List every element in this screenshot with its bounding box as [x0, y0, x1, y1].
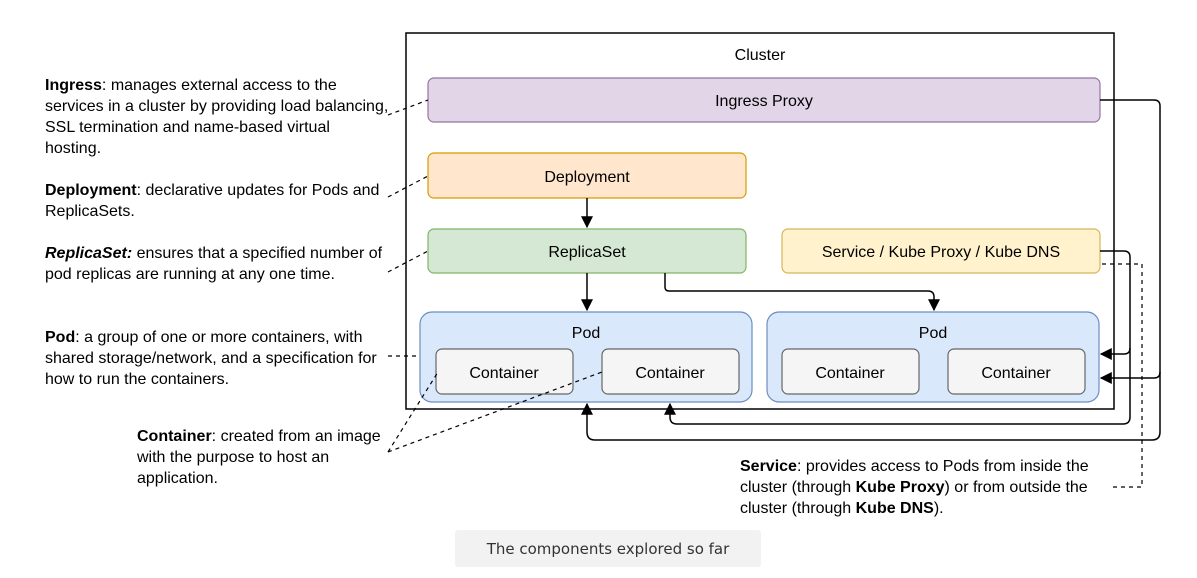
- deployment-box: Deployment: [427, 152, 747, 199]
- service-to-pod-left-arrow: [664, 348, 1131, 425]
- service-box: Service / Kube Proxy / Kube DNS: [781, 228, 1101, 274]
- container-text: : created from an image with the purpose…: [137, 428, 381, 487]
- pod-right-box: Pod Container Container: [766, 311, 1100, 403]
- ingress-proxy-box: Ingress Proxy: [427, 77, 1101, 123]
- container-4-box: Container: [947, 348, 1086, 395]
- pod-text: : a group of one or more containers, wit…: [45, 329, 377, 388]
- service-label: Service / Kube Proxy / Kube DNS: [822, 244, 1060, 261]
- service-description: Service: provides access to Pods from in…: [740, 456, 1110, 519]
- kube-dns-term: Kube DNS: [855, 500, 934, 517]
- container-1-box: Container: [435, 348, 574, 395]
- container-3-label: Container: [815, 365, 885, 382]
- figure-caption: The components explored so far: [455, 530, 761, 567]
- pod-description: Pod: a group of one or more containers, …: [45, 327, 395, 390]
- replicaset-text: ensures that a specified number of pod r…: [45, 245, 383, 283]
- pod-left-box: Pod Container Container: [419, 311, 753, 403]
- container-leader-2: [387, 371, 603, 453]
- container-2-box: Container: [601, 348, 740, 395]
- container-2-label: Container: [635, 365, 705, 382]
- service-leader: [1100, 263, 1143, 488]
- replicaset-description: ReplicaSet: ensures that a specified num…: [45, 243, 390, 285]
- ingress-to-pod-right-arrow: [1099, 99, 1161, 384]
- deployment-label: Deployment: [544, 169, 630, 186]
- service-text-3: ).: [933, 500, 944, 517]
- container-term: Container: [137, 428, 212, 445]
- service-term: Service: [740, 458, 797, 475]
- pod-left-label: Pod: [572, 325, 600, 342]
- replicaset-to-pod-right-arrow: [664, 273, 940, 312]
- replicaset-label: ReplicaSet: [548, 244, 626, 261]
- deployment-text: : declarative updates for Pods and Repli…: [45, 182, 380, 220]
- pod-right-label: Pod: [919, 325, 947, 342]
- ingress-term: Ingress: [45, 77, 102, 94]
- replicaset-box: ReplicaSet: [427, 228, 747, 274]
- service-to-pod-right-arrow: [1099, 250, 1131, 360]
- container-3-box: Container: [781, 348, 920, 395]
- container-4-label: Container: [981, 365, 1051, 382]
- ingress-text: : manages external access to the service…: [45, 77, 389, 157]
- kube-proxy-term: Kube Proxy: [855, 479, 945, 496]
- service-text-1: : provides access to Pods from inside th…: [740, 458, 1089, 496]
- cluster-label: Cluster: [735, 47, 786, 64]
- deployment-description: Deployment: declarative updates for Pods…: [45, 180, 390, 222]
- ingress-to-pod-left-arrow: [581, 372, 1161, 441]
- ingress-description: Ingress: manages external access to the …: [45, 75, 390, 159]
- service-text-2: ) or from outside the cluster (through: [740, 479, 1088, 517]
- deployment-term: Deployment: [45, 182, 137, 199]
- replicaset-term: ReplicaSet:: [45, 245, 133, 262]
- pod-term: Pod: [45, 329, 76, 346]
- ingress-proxy-label: Ingress Proxy: [715, 93, 813, 110]
- ingress-leader: [387, 99, 429, 116]
- container-description: Container: created from an image with th…: [137, 426, 382, 489]
- container-1-label: Container: [469, 365, 539, 382]
